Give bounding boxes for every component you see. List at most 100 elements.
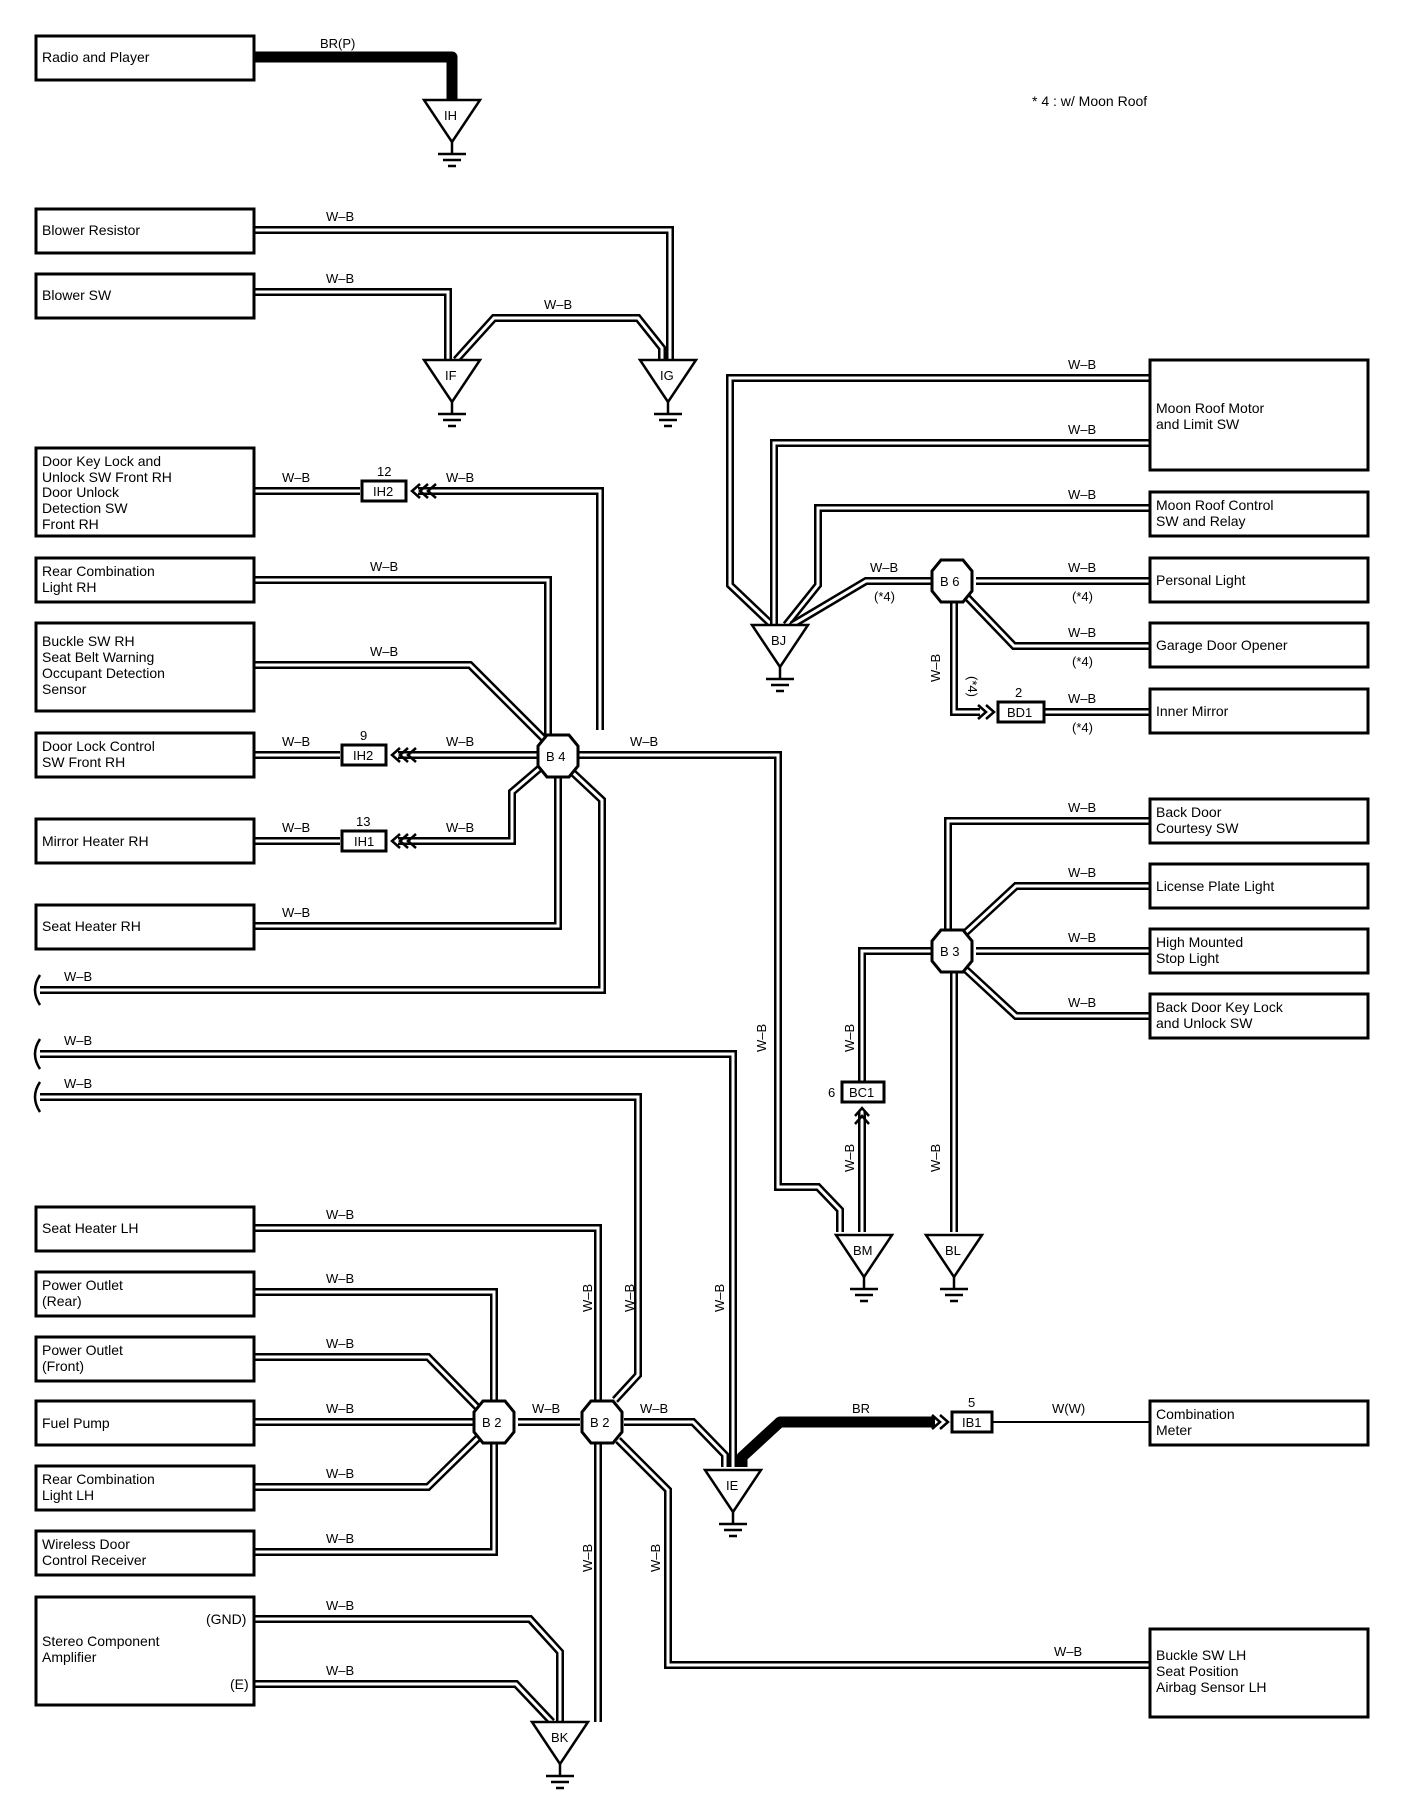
svg-text:BM: BM <box>853 1243 873 1258</box>
wire-buckle-rh-b4 <box>254 661 548 743</box>
svg-text:IH2: IH2 <box>353 748 373 763</box>
wire-label: (*4) <box>1072 654 1093 669</box>
wire-label: (*4) <box>1072 589 1093 604</box>
wire-label: W–B <box>64 1033 92 1048</box>
wire-label: W–B <box>580 1284 595 1312</box>
connectors: IH2 12 IH2 9 IH1 13 BD1 2 BC1 <box>340 464 1046 1434</box>
ground-if: IF <box>421 358 483 428</box>
wire-label: W–B <box>928 654 943 682</box>
svg-text:B 2: B 2 <box>482 1415 502 1430</box>
connector-ih2-9: IH2 9 <box>340 728 417 767</box>
svg-text:Airbag Sensor LH: Airbag Sensor LH <box>1156 1679 1267 1695</box>
ground-ih: IH <box>421 98 483 168</box>
component-garage-door-opener: Garage Door Opener <box>1148 621 1370 669</box>
svg-text:Garage Door Opener: Garage Door Opener <box>1156 637 1288 653</box>
svg-text:SW and Relay: SW and Relay <box>1156 513 1245 529</box>
svg-text:Detection SW: Detection SW <box>42 500 128 516</box>
svg-text:Door Lock Control: Door Lock Control <box>42 738 155 754</box>
svg-text:IH: IH <box>444 108 457 123</box>
connector-bc1-6: BC1 6 <box>828 1080 886 1125</box>
ground-ie: IE <box>702 1468 764 1538</box>
svg-text:6: 6 <box>828 1085 835 1100</box>
wire-label: W–B <box>446 734 474 749</box>
ground-bk: BK <box>529 1720 591 1790</box>
svg-text:Seat Heater RH: Seat Heater RH <box>42 918 141 934</box>
component-door-key-lock-rh: Door Key Lock and Unlock SW Front RH Doo… <box>34 446 256 538</box>
component-buckle-sw-rh: Buckle SW RH Seat Belt Warning Occupant … <box>34 621 256 713</box>
svg-text:Door Unlock: Door Unlock <box>42 484 120 500</box>
svg-text:IB1: IB1 <box>962 1415 982 1430</box>
wire-label: W–B <box>842 1144 857 1172</box>
wire-label: W–B <box>1068 995 1096 1010</box>
svg-text:and Unlock SW: and Unlock SW <box>1156 1015 1253 1031</box>
wire-label: W–B <box>1068 422 1096 437</box>
wire-label: W–B <box>532 1401 560 1416</box>
svg-text:High Mounted: High Mounted <box>1156 934 1243 950</box>
svg-text:B 2: B 2 <box>590 1415 610 1430</box>
component-door-lock-control-sw-rh: Door Lock Control SW Front RH <box>34 731 256 779</box>
components: Radio and Player Blower Resistor Blower … <box>34 34 1370 1719</box>
ground-bl: BL <box>923 1233 985 1303</box>
component-license-plate-light: License Plate Light <box>1148 862 1370 910</box>
wire-label: W–B <box>326 209 354 224</box>
component-back-door-courtesy-sw: Back Door Courtesy SW <box>1148 797 1370 845</box>
svg-text:Front RH: Front RH <box>42 516 99 532</box>
svg-text:Seat Position: Seat Position <box>1156 1663 1239 1679</box>
wire-label: W–B <box>326 1271 354 1286</box>
component-fuel-pump: Fuel Pump <box>34 1399 256 1447</box>
svg-text:IG: IG <box>660 368 674 383</box>
wire-label: W–B <box>622 1284 637 1312</box>
svg-text:Fuel Pump: Fuel Pump <box>42 1415 110 1431</box>
wire-stereo-e-bk <box>254 1680 555 1725</box>
svg-text:2: 2 <box>1015 685 1022 700</box>
footnote: * 4 : w/ Moon Roof <box>1032 93 1147 109</box>
component-high-mounted-stop-light: High Mounted Stop Light <box>1148 927 1370 975</box>
wire-label: W–B <box>1068 487 1096 502</box>
wire-label: W–B <box>648 1544 663 1572</box>
svg-text:BC1: BC1 <box>849 1085 874 1100</box>
wire-label: W–B <box>370 559 398 574</box>
grounds: IH IF IG BJ BM BL IE <box>421 98 985 1790</box>
wire-b6-garage <box>963 593 1150 650</box>
svg-text:Stop Light: Stop Light <box>1156 950 1219 966</box>
svg-text:and Limit SW: and Limit SW <box>1156 416 1240 432</box>
svg-text:Sensor: Sensor <box>42 681 87 697</box>
svg-text:Rear Combination: Rear Combination <box>42 1471 155 1487</box>
svg-text:(Front): (Front) <box>42 1358 84 1374</box>
connector-ih2-12: IH2 12 <box>360 464 437 503</box>
svg-text:Inner Mirror: Inner Mirror <box>1156 703 1229 719</box>
wire-label: W–B <box>282 470 310 485</box>
junctions: B 4 B 6 B 3 B 2 B 2 <box>472 558 974 1445</box>
wires <box>40 51 1150 1725</box>
component-rear-combination-light-lh: Rear Combination Light LH <box>34 1464 256 1512</box>
svg-text:BK: BK <box>551 1730 569 1745</box>
wire-stereo-gnd-bk <box>254 1615 564 1722</box>
wire-label: W–B <box>544 297 572 312</box>
wire-label: W–B <box>326 1531 354 1546</box>
svg-text:Courtesy SW: Courtesy SW <box>1156 820 1239 836</box>
wire-b3-bc1 <box>858 947 932 1082</box>
wire-labels: BR(P) W–B W–B W–B W–B W–B W–B W–B W–B W–… <box>64 36 1096 1678</box>
wire-label: W–B <box>1068 625 1096 640</box>
component-inner-mirror: Inner Mirror <box>1148 687 1370 735</box>
svg-text:Occupant Detection: Occupant Detection <box>42 665 165 681</box>
component-power-outlet-rear: Power Outlet (Rear) <box>34 1270 256 1318</box>
component-seat-heater-lh: Seat Heater LH <box>34 1205 256 1253</box>
wire-label: W–B <box>326 271 354 286</box>
wire-label: (*4) <box>874 589 895 604</box>
wire-label: W–B <box>326 1466 354 1481</box>
connector-ib1-5: IB1 5 <box>931 1395 994 1434</box>
svg-text:License Plate Light: License Plate Light <box>1156 878 1274 894</box>
svg-text:Seat Heater LH: Seat Heater LH <box>42 1220 139 1236</box>
component-blower-sw: Blower SW <box>34 272 256 320</box>
wire-label: W–B <box>370 644 398 659</box>
svg-text:Back Door: Back Door <box>1156 804 1222 820</box>
wire-blower-sw-if <box>254 288 452 360</box>
wire-label: W–B <box>326 1207 354 1222</box>
wire-label: W–B <box>64 1076 92 1091</box>
wire-radio-ih <box>254 51 458 100</box>
junction-b2-left: B 2 <box>472 1399 516 1445</box>
svg-text:Meter: Meter <box>1156 1422 1192 1438</box>
svg-text:Wireless Door: Wireless Door <box>42 1536 130 1552</box>
svg-text:Power Outlet: Power Outlet <box>42 1342 123 1358</box>
